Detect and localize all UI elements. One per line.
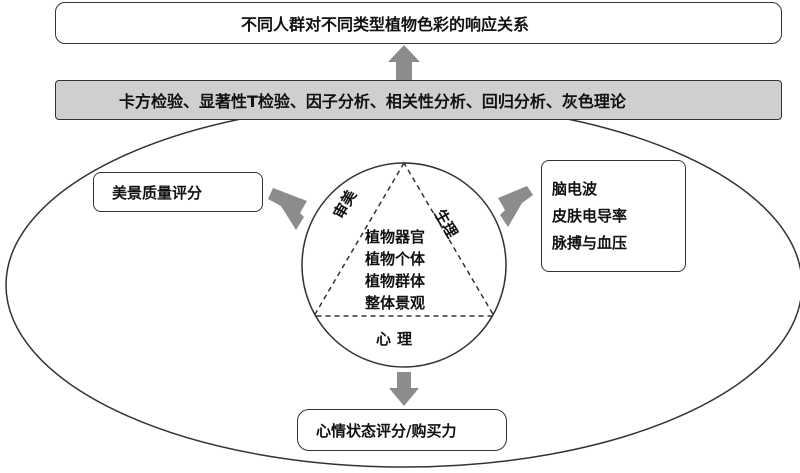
- arrow-down-to-mood: [389, 372, 419, 406]
- physiology-measures-box: 脑电波 皮肤电导率 脉搏与血压: [541, 160, 686, 272]
- aesthetic-evaluation-text: 美景质量评分: [112, 183, 203, 202]
- mood-evaluation-text: 心情状态评分/购买力: [316, 421, 457, 440]
- methods-box: 卡方检验、显著性T检验、因子分析、相关性分析、回归分析、灰色理论: [55, 80, 782, 120]
- physiology-item: 皮肤电导率: [552, 206, 628, 225]
- physiology-item: 脉搏与血压: [552, 233, 628, 252]
- methods-text: 卡方检验、显著性T检验、因子分析、相关性分析、回归分析、灰色理论: [119, 92, 626, 111]
- center-item: 植物器官: [365, 228, 426, 246]
- aesthetic-evaluation-box: 美景质量评分: [93, 172, 263, 212]
- arrow-up-to-title: [388, 45, 420, 80]
- title-box: 不同人群对不同类型植物色彩的响应关系: [55, 2, 782, 44]
- center-item: 植物个体: [365, 250, 426, 268]
- center-item: 整体景观: [365, 294, 426, 312]
- physiology-item: 脑电波: [552, 179, 598, 198]
- triangle-label-psychology: 心理: [376, 330, 419, 348]
- mood-evaluation-box: 心情状态评分/购买力: [297, 409, 507, 451]
- center-item: 植物群体: [365, 272, 426, 290]
- arrow-to-aesthetic: [268, 188, 307, 230]
- center-items-list: 植物器官 植物个体 植物群体 整体景观: [365, 226, 425, 314]
- title-text: 不同人群对不同类型植物色彩的响应关系: [241, 15, 530, 34]
- arrow-to-physiology: [498, 186, 533, 227]
